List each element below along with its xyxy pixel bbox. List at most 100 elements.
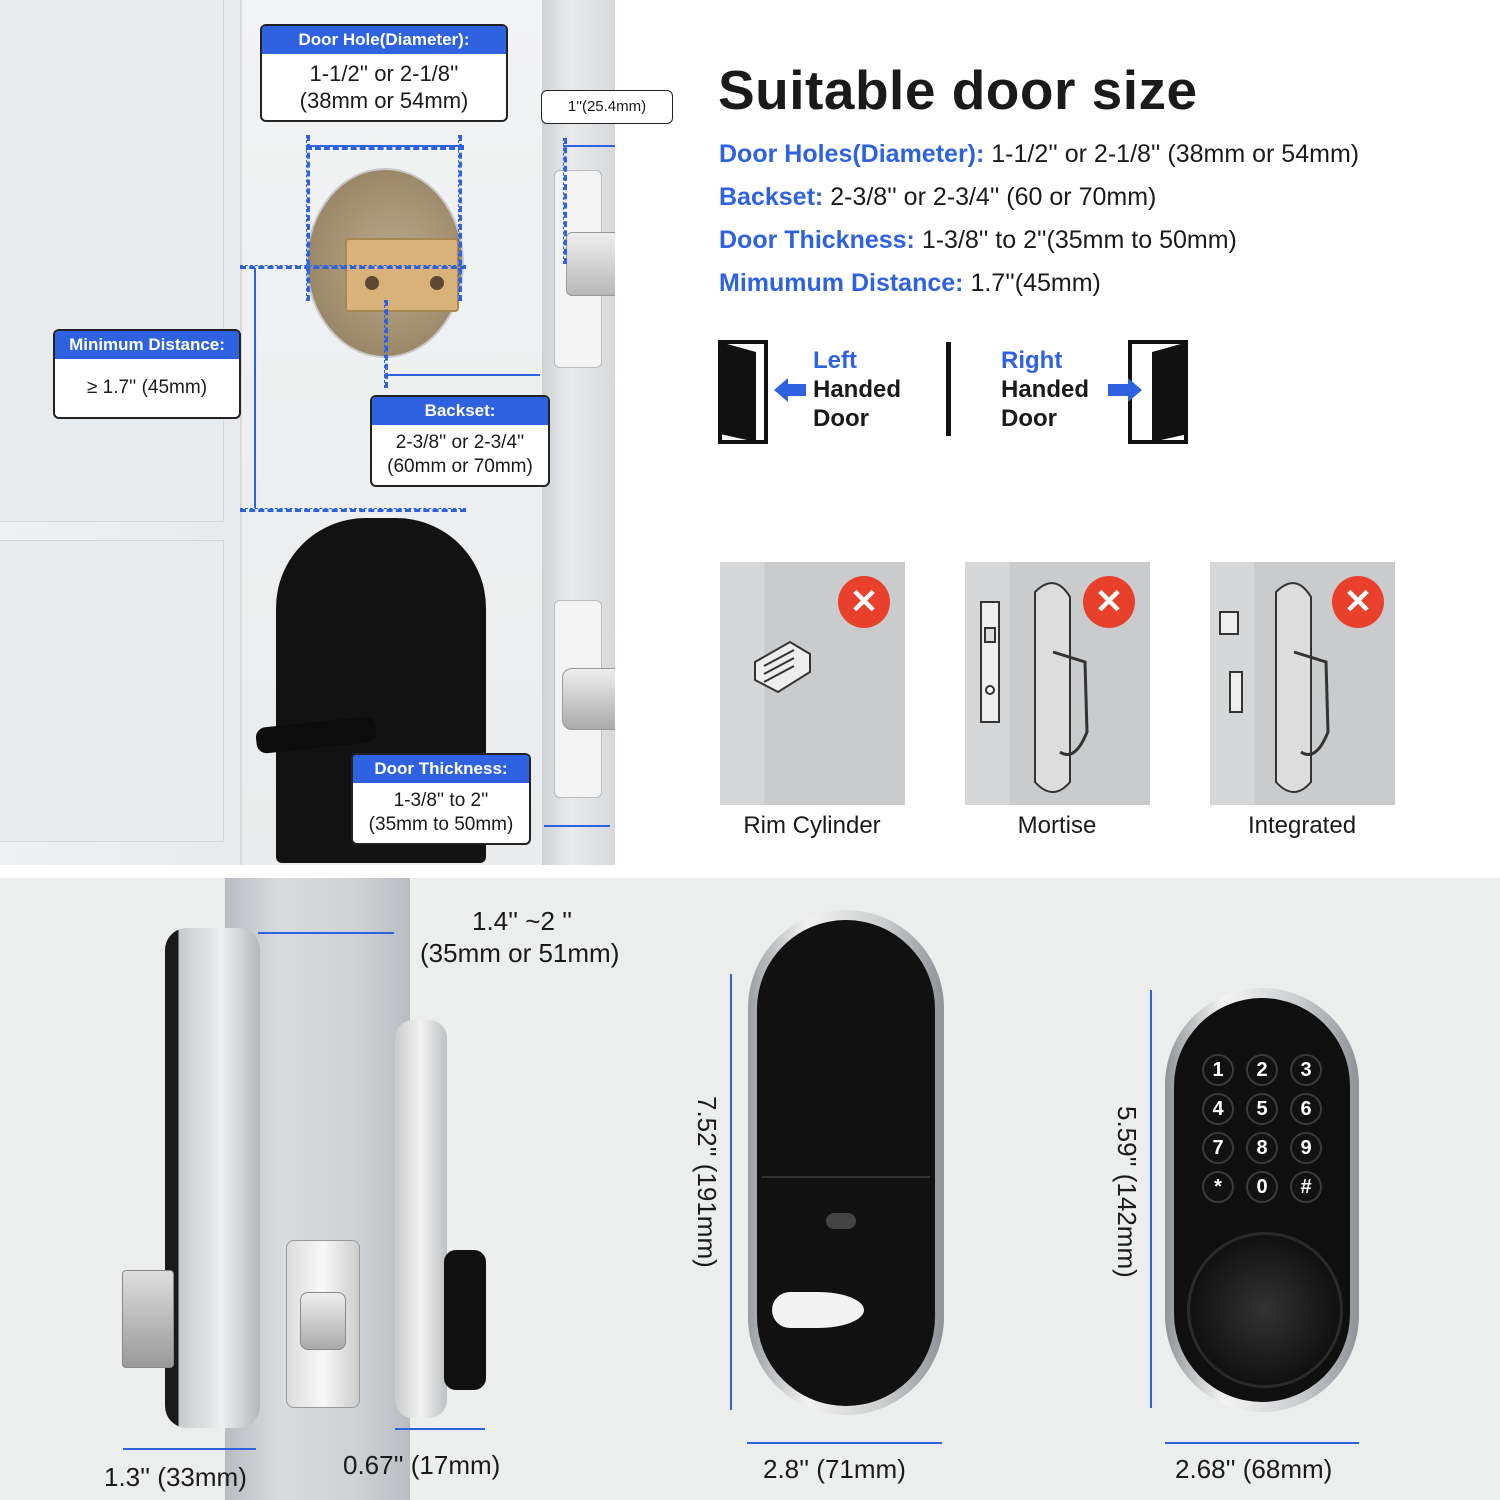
keypad-key[interactable]: 5 bbox=[1246, 1093, 1278, 1125]
backset-guide bbox=[384, 300, 388, 388]
right-line2: Handed bbox=[1001, 376, 1090, 403]
plate-width-label: 1''(25.4mm) bbox=[567, 98, 647, 115]
mortise-lock-icon bbox=[980, 582, 1089, 793]
exterior-knob bbox=[1187, 1232, 1343, 1388]
thickness-title: Door Thickness: bbox=[353, 755, 529, 783]
privacy-switch bbox=[826, 1213, 856, 1229]
thickness-arrow bbox=[544, 825, 610, 827]
product-dimensions-section: 1.4'' ~2 '' (35mm or 51mm) 1.3'' (33mm) … bbox=[0, 878, 1500, 1500]
spec-value: 2-3/8'' or 2-3/4'' (60 or 70mm) bbox=[830, 183, 1157, 211]
door-panel-lower bbox=[0, 540, 224, 842]
left-line1: Left bbox=[813, 347, 857, 374]
latch-mechanism bbox=[345, 238, 459, 312]
keypad-key[interactable]: # bbox=[1290, 1171, 1322, 1203]
keypad-key[interactable]: 3 bbox=[1290, 1054, 1322, 1086]
keypad-key[interactable]: 0 bbox=[1246, 1171, 1278, 1203]
plate-width-callout: 1''(25.4mm) bbox=[541, 90, 673, 124]
spec-value: 1-3/8'' to 2''(35mm to 50mm) bbox=[921, 226, 1237, 254]
door-hole-line1: 1-1/2'' or 2-1/8'' bbox=[309, 61, 459, 86]
thumb-turn bbox=[772, 1292, 864, 1328]
not-compatible-x-icon: ✕ bbox=[1083, 576, 1135, 628]
min-distance-value: ≥ 1.7'' (45mm) bbox=[86, 377, 208, 398]
page-title: Suitable door size bbox=[718, 59, 1198, 121]
spec-value: 1-1/2'' or 2-1/8'' (38mm or 54mm) bbox=[991, 140, 1360, 168]
deadbolt-side bbox=[122, 1270, 174, 1368]
door-hole-callout: Door Hole(Diameter): 1-1/2'' or 2-1/8'' … bbox=[260, 24, 508, 122]
not-compatible-x-icon: ✕ bbox=[1332, 576, 1384, 628]
keypad-height-arrow bbox=[1150, 990, 1152, 1408]
exterior-unit-side bbox=[395, 1020, 447, 1418]
plate-width-arrow bbox=[563, 145, 615, 147]
keypad-width-arrow bbox=[1165, 1442, 1359, 1444]
interior-width-arrow bbox=[747, 1442, 942, 1444]
door-range-line2: (35mm or 51mm) bbox=[420, 938, 620, 968]
right-handed-door-icon bbox=[1108, 340, 1188, 444]
right-line3: Door bbox=[1001, 405, 1057, 432]
min-distance-guide-top bbox=[240, 265, 466, 269]
spec-key: Mimumum Distance: bbox=[719, 269, 964, 297]
spec-min-distance: Mimumum Distance: 1.7''(45mm) bbox=[719, 269, 1101, 298]
keypad-key[interactable]: 7 bbox=[1202, 1132, 1234, 1164]
exterior-knob-side bbox=[444, 1250, 486, 1390]
spec-key: Backset: bbox=[719, 183, 824, 211]
door-hole-title: Door Hole(Diameter): bbox=[262, 26, 506, 54]
integrated-card: ✕ bbox=[1210, 562, 1395, 805]
hole-guide-right bbox=[458, 135, 462, 301]
integrated-label: Integrated bbox=[1247, 812, 1357, 839]
backset-line1: 2-3/8'' or 2-3/4'' bbox=[395, 432, 525, 453]
spec-value: 1.7''(45mm) bbox=[970, 269, 1101, 297]
exterior-depth-label: 0.67'' (17mm) bbox=[343, 1450, 501, 1480]
handedness-divider bbox=[946, 342, 951, 436]
door-panel-upper bbox=[0, 0, 224, 522]
thickness-callout: Door Thickness: 1-3/8'' to 2'' (35mm to … bbox=[351, 753, 531, 845]
left-handed-door-icon bbox=[718, 340, 806, 444]
exterior-depth-arrow bbox=[395, 1428, 485, 1430]
not-compatible-x-icon: ✕ bbox=[838, 576, 890, 628]
rim-cylinder-card: ✕ bbox=[720, 562, 905, 805]
left-line3: Door bbox=[813, 405, 869, 432]
min-distance-arrow bbox=[254, 268, 256, 508]
right-line1: Right bbox=[1001, 347, 1063, 374]
keypad-key[interactable]: 1 bbox=[1202, 1054, 1234, 1086]
backset-title: Backset: bbox=[372, 397, 548, 425]
keypad-width-label: 2.68'' (68mm) bbox=[1175, 1454, 1333, 1484]
min-distance-guide-bottom bbox=[240, 508, 466, 512]
spec-key: Door Thickness: bbox=[719, 226, 915, 254]
spec-thickness: Door Thickness: 1-3/8'' to 2''(35mm to 5… bbox=[719, 226, 1237, 255]
door-range-line1: 1.4'' ~2 '' bbox=[472, 906, 573, 936]
min-distance-title: Minimum Distance: bbox=[55, 331, 239, 359]
integrated-lock-icon bbox=[1219, 582, 1330, 793]
keypad-key[interactable]: 2 bbox=[1246, 1054, 1278, 1086]
left-line2: Handed bbox=[813, 376, 902, 403]
keypad-key[interactable]: 6 bbox=[1290, 1093, 1322, 1125]
thickness-line1: 1-3/8'' to 2'' bbox=[393, 790, 489, 811]
bolt-face bbox=[300, 1292, 346, 1350]
keypad-height-label: 5.59'' (142mm) bbox=[1112, 1106, 1142, 1278]
rim-cylinder-icon bbox=[754, 640, 811, 694]
keypad-key[interactable]: 8 bbox=[1246, 1132, 1278, 1164]
keypad-key[interactable]: 4 bbox=[1202, 1093, 1234, 1125]
keypad-key[interactable]: 9 bbox=[1290, 1132, 1322, 1164]
interior-depth-label: 1.3'' (33mm) bbox=[104, 1462, 247, 1492]
latch-bolt-top bbox=[566, 232, 615, 296]
backset-callout: Backset: 2-3/8'' or 2-3/4'' (60mm or 70m… bbox=[370, 395, 550, 487]
keypad-key[interactable]: * bbox=[1202, 1171, 1234, 1203]
backset-arrow bbox=[384, 374, 540, 376]
interior-unit-side bbox=[165, 928, 260, 1428]
door-hole-line2: (38mm or 54mm) bbox=[299, 88, 469, 113]
battery-cover-seam bbox=[762, 1176, 930, 1178]
spec-key: Door Holes(Diameter): bbox=[719, 140, 985, 168]
mortise-label: Mortise bbox=[1017, 812, 1097, 839]
left-handed-label: Left Handed Door bbox=[813, 346, 901, 433]
latch-hole bbox=[430, 276, 444, 290]
spec-door-holes: Door Holes(Diameter): 1-1/2'' or 2-1/8''… bbox=[719, 140, 1359, 169]
plate-guide-left bbox=[563, 138, 567, 264]
interior-unit-body bbox=[757, 920, 935, 1406]
spec-backset: Backset: 2-3/8'' or 2-3/4'' (60 or 70mm) bbox=[719, 183, 1156, 212]
right-handed-label: Right Handed Door bbox=[1001, 346, 1089, 433]
interior-depth-arrow bbox=[123, 1448, 256, 1450]
latch-hole bbox=[365, 276, 379, 290]
hole-dimension-arrow bbox=[306, 145, 458, 147]
interior-width-label: 2.8'' (71mm) bbox=[763, 1454, 906, 1484]
latch-bolt-bottom bbox=[562, 668, 615, 730]
